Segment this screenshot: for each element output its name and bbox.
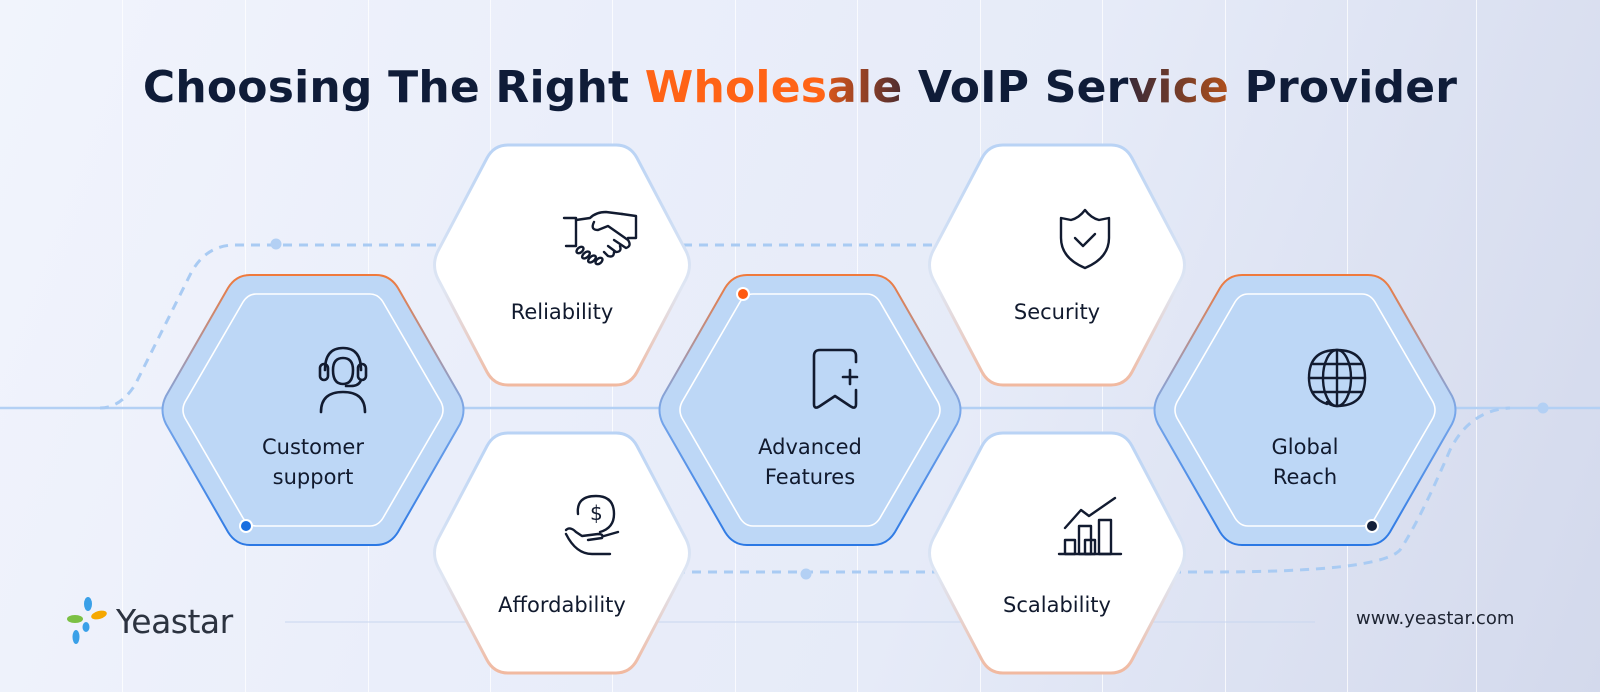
factor-scalability: Scalability — [927, 430, 1187, 676]
hexagon-shape — [928, 143, 1186, 387]
factor-security: Security — [927, 142, 1187, 388]
hexagon-shape — [1153, 274, 1457, 546]
factor-label: support — [272, 465, 354, 489]
hexagon-shape — [658, 274, 962, 546]
page-title: Choosing The Right Wholesale VoIP Servic… — [0, 62, 1600, 113]
title-highlight: vice — [1128, 62, 1230, 113]
factor-label: Customer — [261, 435, 364, 459]
factor-label: Reliability — [510, 300, 614, 324]
factor-global-reach: Global Reach — [1150, 272, 1460, 548]
svg-text:$: $ — [590, 501, 603, 525]
website-link[interactable]: www.yeastar.com — [1356, 608, 1515, 629]
title-text: Choosing The Right — [142, 62, 645, 113]
grid-line — [122, 0, 123, 692]
grid-line — [1476, 0, 1477, 692]
brand-name: Yeastar — [116, 601, 233, 641]
factor-label: Features — [764, 465, 856, 489]
title-text: Provider — [1229, 62, 1458, 113]
factor-label: Reach — [1272, 465, 1338, 489]
hexagon-shape — [161, 274, 465, 546]
factor-reliability: Reliability — [432, 142, 692, 388]
hexagon-shape — [928, 431, 1186, 675]
factor-label: Scalability — [1003, 593, 1111, 617]
factor-label: Global — [1271, 435, 1339, 459]
factor-label: Affordability — [498, 593, 626, 617]
factor-customer-support: Customer support — [158, 272, 468, 548]
title-highlight: Wholes — [644, 62, 828, 113]
factor-label: Security — [1013, 300, 1101, 324]
hexagon-shape — [433, 143, 691, 387]
factor-affordability: $ Affordability — [432, 430, 692, 676]
factor-label: Advanced — [758, 435, 862, 459]
brand-logo: Yeastar — [66, 596, 233, 646]
yeastar-logo-icon — [67, 597, 107, 644]
factor-advanced-features: Advanced Features — [655, 272, 965, 548]
title-text: VoIP Ser — [902, 62, 1129, 113]
title-highlight: ale — [827, 62, 903, 113]
hexagon-shape — [433, 431, 691, 675]
